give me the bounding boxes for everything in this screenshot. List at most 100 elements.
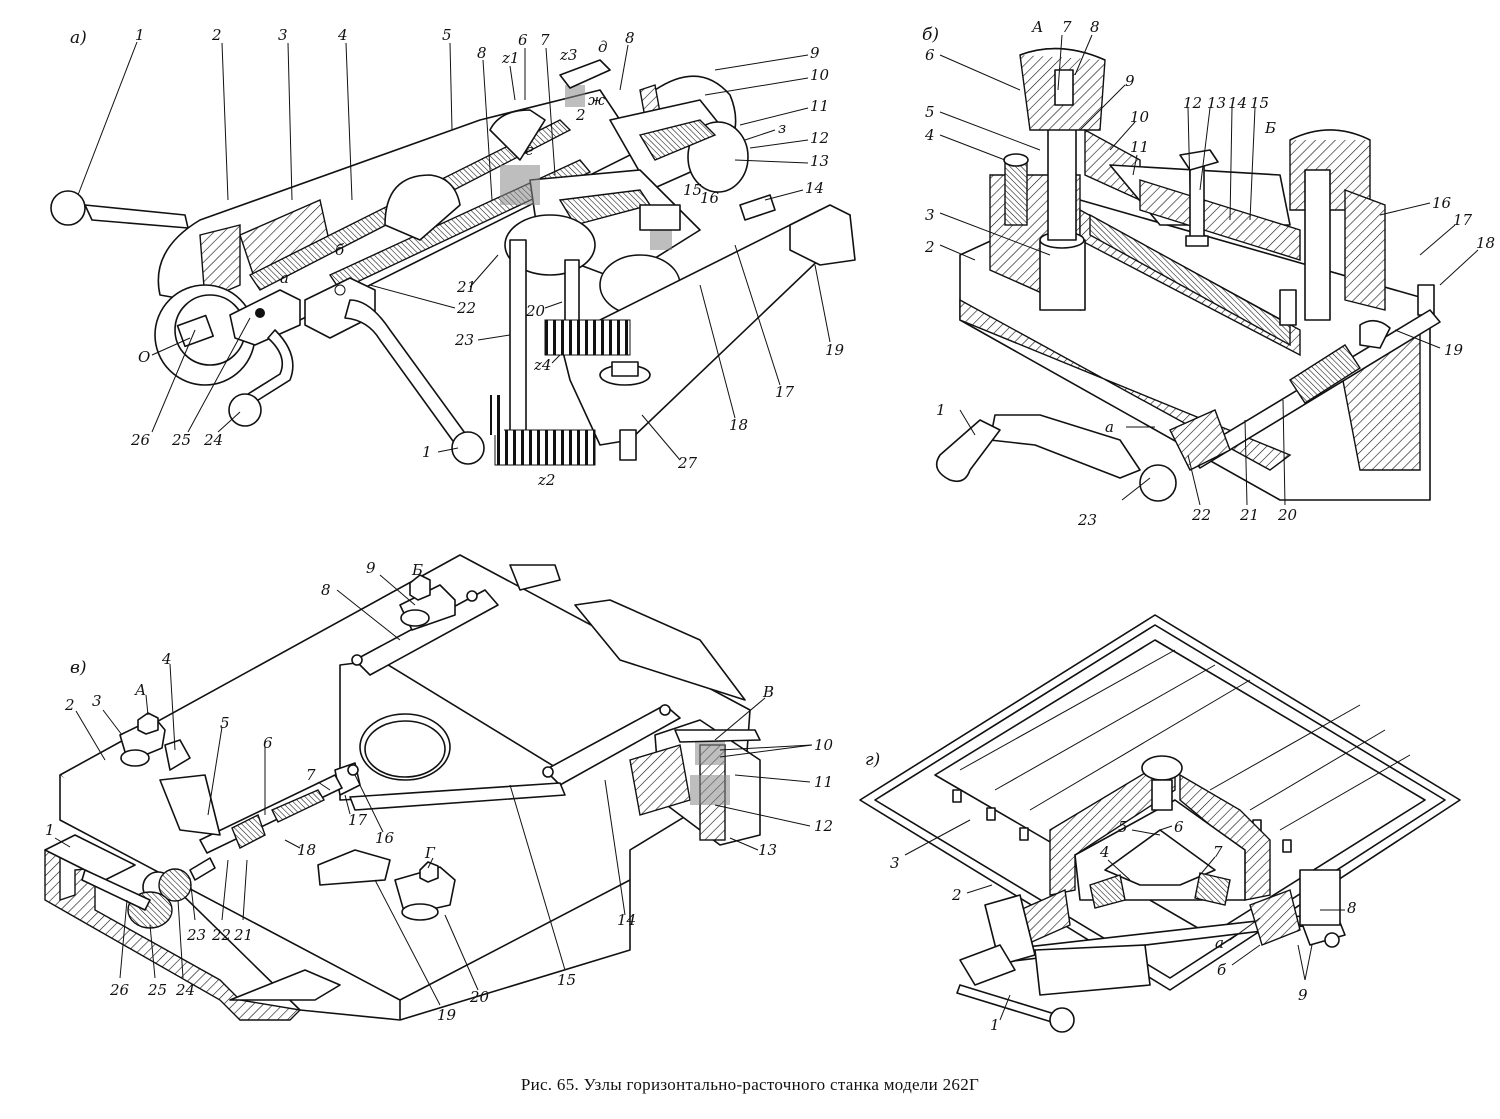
- callout-label: 20: [469, 988, 490, 1006]
- leader-line: [189, 877, 196, 921]
- callout-label: z2: [537, 471, 555, 489]
- t-slots: [952, 649, 1411, 853]
- leader-line: [77, 41, 138, 196]
- leader-line: [169, 663, 176, 751]
- callout-label: Б: [411, 561, 423, 579]
- callout-label: а: [1105, 418, 1114, 436]
- callout-label: 13: [1207, 94, 1226, 112]
- callout-label: 9: [366, 559, 376, 577]
- rotary-table: [859, 614, 1461, 1033]
- callout-label: 17: [348, 811, 368, 829]
- leader-line: [374, 879, 441, 1006]
- callout-label: 14: [1228, 94, 1247, 112]
- leader-line: [444, 914, 479, 991]
- leader-line: [1199, 107, 1211, 191]
- panel-v: в): [44, 554, 834, 1024]
- callout-label: 24: [175, 981, 195, 999]
- panel-label: в): [70, 658, 87, 678]
- leader-line: [1121, 477, 1151, 501]
- callout-label: 14: [805, 179, 824, 197]
- leader-line: [551, 354, 561, 364]
- callout-label: 14: [617, 911, 636, 929]
- callout-label: 25: [147, 981, 167, 999]
- callout-label: 22: [211, 926, 231, 944]
- callout-label: 8: [321, 581, 331, 599]
- callout-label: ж: [588, 91, 605, 109]
- carriage-plate: [44, 554, 761, 1021]
- leader-line: [959, 409, 976, 436]
- leader-line: [119, 899, 128, 979]
- callout-label: 2: [64, 696, 75, 714]
- leader-line: [102, 709, 123, 736]
- leader-line: [734, 774, 811, 783]
- callout-label: 4: [161, 650, 172, 668]
- callout-label: 11: [1130, 138, 1149, 156]
- panel-b: б): [922, 18, 1495, 529]
- leader-line: [939, 212, 1051, 256]
- callout-label: 19: [825, 341, 845, 359]
- callout-label: 15: [1250, 94, 1269, 112]
- callout-label: 11: [810, 97, 829, 115]
- callout-label: А: [1031, 18, 1043, 36]
- leader-line: [714, 54, 809, 71]
- callout-label: Г: [424, 844, 436, 862]
- leader-line: [287, 42, 293, 201]
- callout-label: 10: [814, 736, 834, 754]
- leader-line: [1079, 84, 1126, 131]
- callout-label: 21: [233, 926, 253, 944]
- callout-label: 8: [1347, 899, 1357, 917]
- leader-line: [1109, 121, 1136, 151]
- callout-label: 15: [683, 181, 702, 199]
- callout-label: 7: [1213, 843, 1223, 861]
- callout-label: д: [598, 38, 608, 56]
- callout-label: 3: [92, 692, 102, 710]
- callout-label: 6: [1174, 818, 1184, 836]
- leader-line: [1107, 859, 1131, 881]
- leader-line: [187, 317, 251, 433]
- callout-label: 13: [758, 841, 777, 859]
- leader-line: [544, 301, 563, 309]
- callout-label: 16: [1432, 194, 1452, 212]
- leader-line: [354, 774, 384, 833]
- table-base-section: [935, 47, 1441, 502]
- callout-label: 4: [924, 126, 935, 144]
- leader-line: [966, 884, 993, 894]
- leader-line: [714, 697, 766, 741]
- leader-line: [1394, 329, 1441, 349]
- callout-label: 9: [810, 44, 820, 62]
- callout-label: б: [335, 241, 345, 259]
- callout-label: О: [138, 348, 150, 366]
- callouts-a: 1 2 3 4 5 6 z1 7 z3 д 8 9 10 11: [77, 26, 845, 489]
- leader-line: [1304, 944, 1313, 981]
- callout-label: 8: [625, 29, 635, 47]
- callout-label: 23: [454, 331, 474, 349]
- callout-label: з: [778, 119, 786, 137]
- callout-label: 11: [814, 773, 833, 791]
- leader-line: [509, 784, 566, 971]
- callout-label: 4: [337, 26, 348, 44]
- leader-line: [1159, 825, 1173, 831]
- leader-line: [469, 254, 499, 288]
- leader-line: [814, 264, 831, 343]
- callout-label: 2: [924, 238, 935, 256]
- callout-label: 17: [775, 383, 795, 401]
- handle-lever-lower: [228, 299, 485, 465]
- callout-label: 12: [810, 129, 829, 147]
- leader-line: [1187, 454, 1201, 506]
- leader-line: [729, 837, 759, 851]
- leader-line: [151, 337, 191, 356]
- leader-line: [699, 284, 736, 419]
- leader-line: [75, 710, 106, 761]
- leader-line: [939, 134, 1006, 161]
- leader-line: [1282, 399, 1286, 506]
- leader-line: [221, 859, 229, 921]
- callout-label: 16: [700, 189, 720, 207]
- leader-line: [1199, 856, 1216, 876]
- leader-line: [1131, 829, 1161, 836]
- callout-label: 26: [109, 981, 130, 999]
- callout-label: z3: [559, 46, 577, 64]
- panel-g: г): [859, 614, 1461, 1034]
- leader-line: [939, 111, 1041, 151]
- callout-label: 7: [1062, 18, 1072, 36]
